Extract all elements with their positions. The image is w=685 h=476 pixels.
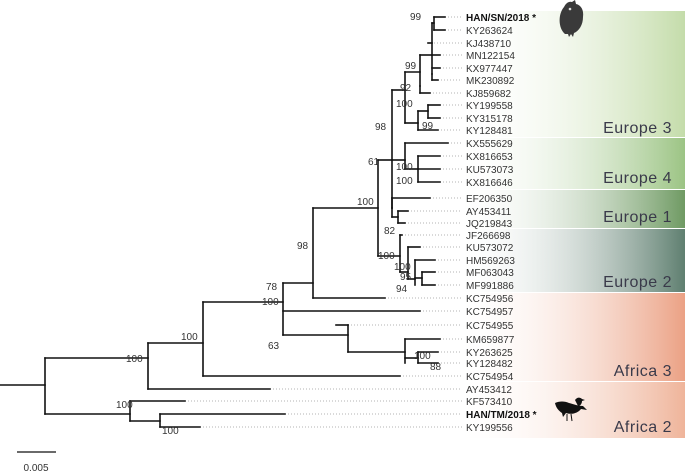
tip-label: KC754957 (466, 307, 514, 318)
clade-label-africa-3: Africa 3 (614, 363, 672, 380)
tip-label: KY128481 (466, 126, 513, 137)
tip-label: HM569263 (466, 256, 515, 267)
tip-label: KU573072 (466, 243, 514, 254)
clade-label-europe-1: Europe 1 (603, 209, 672, 226)
bootstrap-value: 100 (262, 297, 279, 308)
tip-label: KX977447 (466, 64, 513, 75)
tree-branches (0, 16, 449, 428)
clade-box-europe-2 (455, 229, 685, 292)
bootstrap-values: 99 99 92 100 99 98 61 100 100 100 82 100… (116, 12, 442, 437)
tip-label: HAN/SN/2018 * (466, 13, 536, 24)
tip-label: KJ859682 (466, 89, 511, 100)
tip-label: KY199558 (466, 101, 513, 112)
bootstrap-value: 78 (266, 282, 278, 293)
bootstrap-value: 100 (394, 262, 411, 273)
tip-label: HAN/TM/2018 * (466, 410, 537, 421)
bootstrap-value: 99 (422, 121, 434, 132)
clade-box-africa-3 (455, 293, 685, 381)
bootstrap-value: 98 (375, 122, 387, 133)
tip-label: MF063043 (466, 268, 514, 279)
tip-label: MN122154 (466, 51, 515, 62)
bootstrap-value: 94 (396, 284, 408, 295)
clade-label-europe-2: Europe 2 (603, 274, 672, 291)
bootstrap-value: 63 (268, 341, 280, 352)
tip-label: KY199556 (466, 423, 513, 434)
clade-box-europe-4 (455, 138, 685, 189)
tip-label: MK230892 (466, 76, 515, 87)
tip-label: KC754954 (466, 372, 514, 383)
tip-label: KY263625 (466, 348, 513, 359)
bootstrap-value: 92 (400, 83, 412, 94)
tip-label: EF206350 (466, 194, 513, 205)
bootstrap-value: 100 (414, 351, 431, 362)
bootstrap-value: 100 (378, 251, 395, 262)
tip-label: KX555629 (466, 139, 513, 150)
tip-label: KU573073 (466, 165, 514, 176)
bootstrap-value: 99 (405, 61, 417, 72)
bootstrap-value: 100 (396, 176, 413, 187)
tip-label: KX816646 (466, 178, 513, 189)
bootstrap-value: 100 (181, 332, 198, 343)
tip-label: JF266698 (466, 231, 511, 242)
scale-bar: 0.005 (17, 451, 56, 474)
tip-label: KC754955 (466, 321, 514, 332)
songbird-icon (555, 397, 587, 422)
bootstrap-value: 61 (368, 157, 380, 168)
bootstrap-value: 100 (126, 354, 143, 365)
tip-labels: HAN/SN/2018 * KY263624 KJ438710 MN122154… (466, 13, 537, 434)
tip-label: KY263624 (466, 26, 513, 37)
tip-label: KX816653 (466, 152, 513, 163)
clade-label-europe-4: Europe 4 (603, 170, 672, 187)
tip-label: MF991886 (466, 281, 514, 292)
bootstrap-value: 88 (430, 362, 442, 373)
clade-label-europe-3: Europe 3 (603, 120, 672, 137)
bootstrap-value: 100 (162, 426, 179, 437)
tip-label: KY128482 (466, 359, 513, 370)
tip-label: KY315178 (466, 114, 513, 125)
tip-label: KJ438710 (466, 39, 511, 50)
bootstrap-value: 99 (410, 12, 422, 23)
bootstrap-value: 82 (384, 226, 396, 237)
scale-bar-label: 0.005 (23, 463, 48, 474)
bootstrap-value: 100 (396, 162, 413, 173)
leader-lines (185, 16, 462, 428)
tip-label: KC754956 (466, 294, 514, 305)
bootstrap-value: 100 (116, 400, 133, 411)
bootstrap-value: 100 (396, 99, 413, 110)
bootstrap-value: 98 (297, 241, 309, 252)
bootstrap-value: 95 (400, 272, 412, 283)
tip-label: JQ219843 (466, 219, 513, 230)
clade-box-europe-1 (455, 190, 685, 228)
tip-label: KF573410 (466, 397, 513, 408)
tip-label: KM659877 (466, 335, 515, 346)
owl-icon (559, 0, 584, 37)
bootstrap-value: 100 (357, 197, 374, 208)
tip-label: AY453411 (466, 207, 512, 218)
clade-label-africa-2: Africa 2 (614, 419, 672, 436)
tip-label: AY453412 (466, 385, 512, 396)
